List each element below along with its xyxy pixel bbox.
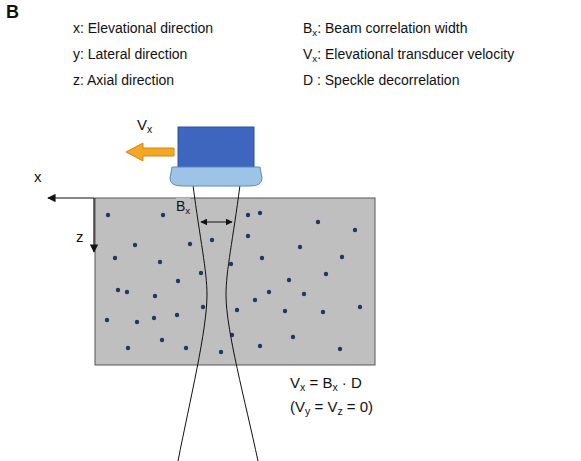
scatterer-dot <box>158 260 162 264</box>
text-part: = <box>305 374 322 391</box>
subscript: x <box>185 205 190 216</box>
beam-edge <box>226 185 258 461</box>
scatterer-dot <box>210 238 214 242</box>
text-part: · D <box>338 374 362 391</box>
scatterer-dot <box>219 350 223 354</box>
text-part: ( <box>290 398 295 415</box>
subscript: x <box>300 381 305 393</box>
text-part: x: Elevational direction <box>73 20 213 36</box>
scatterer-dot <box>116 288 120 292</box>
transducer-body <box>178 127 254 167</box>
scatterer-dot <box>338 347 342 351</box>
equation: Vx = Bx · D <box>290 374 362 391</box>
scatterer-dot <box>133 243 137 247</box>
subscript: x <box>312 53 317 64</box>
text-part: B <box>303 20 312 36</box>
scatterer-dot <box>229 262 233 266</box>
scatterer-dot <box>126 346 130 350</box>
legend-text: D : Speckle decorrelation <box>303 72 459 89</box>
text-part: x <box>34 168 42 185</box>
scatterer-dot <box>316 220 320 224</box>
x-axis <box>48 197 94 198</box>
scatterer-dot <box>246 234 250 238</box>
legend-text: Vx: Elevational transducer velocity <box>303 46 514 63</box>
text-part: = 0) <box>343 398 373 415</box>
legend-text: y: Lateral direction <box>73 46 187 63</box>
axis-label: z <box>76 228 84 245</box>
legend-text: Bx: Beam correlation width <box>303 20 467 37</box>
text-part: z: Axial direction <box>73 72 174 88</box>
text-part: B <box>176 198 185 214</box>
scatterer-dot <box>321 310 325 314</box>
scatterer-dot <box>258 211 262 215</box>
scatterer-dot <box>258 344 262 348</box>
text-part: z <box>76 228 84 245</box>
scatterer-dot <box>135 320 139 324</box>
text-part: : Elevational transducer velocity <box>317 46 514 62</box>
transducer-lens <box>170 167 262 186</box>
axis-label: x <box>34 168 42 185</box>
text-part: V <box>327 398 337 415</box>
scatterer-dot <box>161 213 165 217</box>
text-part: : Beam correlation width <box>317 20 467 36</box>
equation-note: (Vy = Vz = 0) <box>290 398 373 415</box>
scatterer-dot <box>302 292 306 296</box>
scatterer-dot <box>105 318 109 322</box>
text-part: = <box>310 398 327 415</box>
scatterer-dot <box>260 256 264 260</box>
scatterer-dot <box>267 290 271 294</box>
scatterer-dot <box>188 242 192 246</box>
text-part: B <box>322 374 332 391</box>
subscript: y <box>305 405 310 417</box>
width-arrow <box>201 222 232 223</box>
scatterer-dot <box>152 316 156 320</box>
scatterer-dot <box>153 294 157 298</box>
text-part: V <box>290 374 300 391</box>
text-part: B <box>6 2 19 22</box>
panel-letter: B <box>6 4 19 21</box>
scatterer-dot <box>113 256 117 260</box>
subscript: x <box>147 123 152 135</box>
scatterer-dot <box>291 335 295 339</box>
scatterer-dot <box>199 271 203 275</box>
scatterer-dot <box>176 279 180 283</box>
text-part: y: Lateral direction <box>73 46 187 62</box>
subscript: z <box>337 405 342 417</box>
legend-text: x: Elevational direction <box>73 20 213 37</box>
scatterer-dot <box>184 346 188 350</box>
scatterer-dot <box>298 245 302 249</box>
scatterer-dot <box>358 305 362 309</box>
scatterer-dot <box>201 305 205 309</box>
scatterer-dot <box>246 213 250 217</box>
scatterer-dot <box>353 228 357 232</box>
scatterer-dot <box>160 338 164 342</box>
scatterer-dot <box>235 308 239 312</box>
scatterer-dot <box>125 290 129 294</box>
velocity-label: Vx <box>137 116 152 133</box>
subscript: x <box>312 27 317 38</box>
subscript: x <box>332 381 337 393</box>
scatterer-dot <box>287 278 291 282</box>
scatterer-dot <box>175 313 179 317</box>
scatterer-dot <box>340 255 344 259</box>
z-axis <box>93 198 94 252</box>
velocity-arrow <box>126 143 174 161</box>
scatterer-dot <box>253 298 257 302</box>
beam-edge <box>178 185 207 461</box>
text-part: V <box>295 398 305 415</box>
text-part: V <box>137 116 147 133</box>
text-part: D : Speckle decorrelation <box>303 72 459 88</box>
scatterer-dot <box>283 309 287 313</box>
text-part: V <box>303 46 312 62</box>
width-label: Bx <box>176 198 190 215</box>
scatterer-dot <box>324 272 328 276</box>
scatterer-dot <box>106 213 110 217</box>
legend-text: z: Axial direction <box>73 72 174 89</box>
